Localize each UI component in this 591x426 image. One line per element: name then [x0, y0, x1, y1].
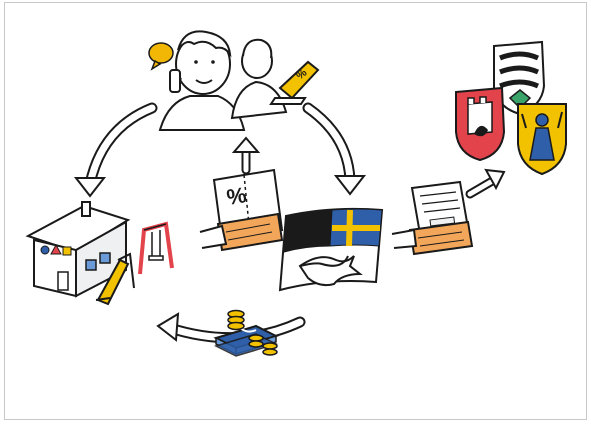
house-icon	[25, 201, 131, 298]
speech-bubble-icon	[148, 42, 174, 71]
tax-form-icon: %	[199, 168, 284, 252]
tax-form-icon	[391, 180, 474, 256]
cycle-arrow-icon	[84, 102, 158, 190]
municipal-coats-of-arms-icon	[455, 40, 567, 176]
coins-icon	[227, 309, 278, 356]
graubuenden-flag-icon	[278, 207, 384, 292]
tax-form-glyph: %	[225, 182, 248, 210]
person-on-phone-icon	[158, 30, 246, 131]
cycle-arrow-head-icon	[333, 175, 367, 196]
cycle-arrow-head-icon	[156, 312, 180, 342]
cycle-arrow-head-icon	[73, 177, 107, 198]
person-with-laptop-icon: %	[230, 38, 320, 120]
slide-icon	[95, 252, 135, 306]
swing-icon	[138, 221, 174, 275]
